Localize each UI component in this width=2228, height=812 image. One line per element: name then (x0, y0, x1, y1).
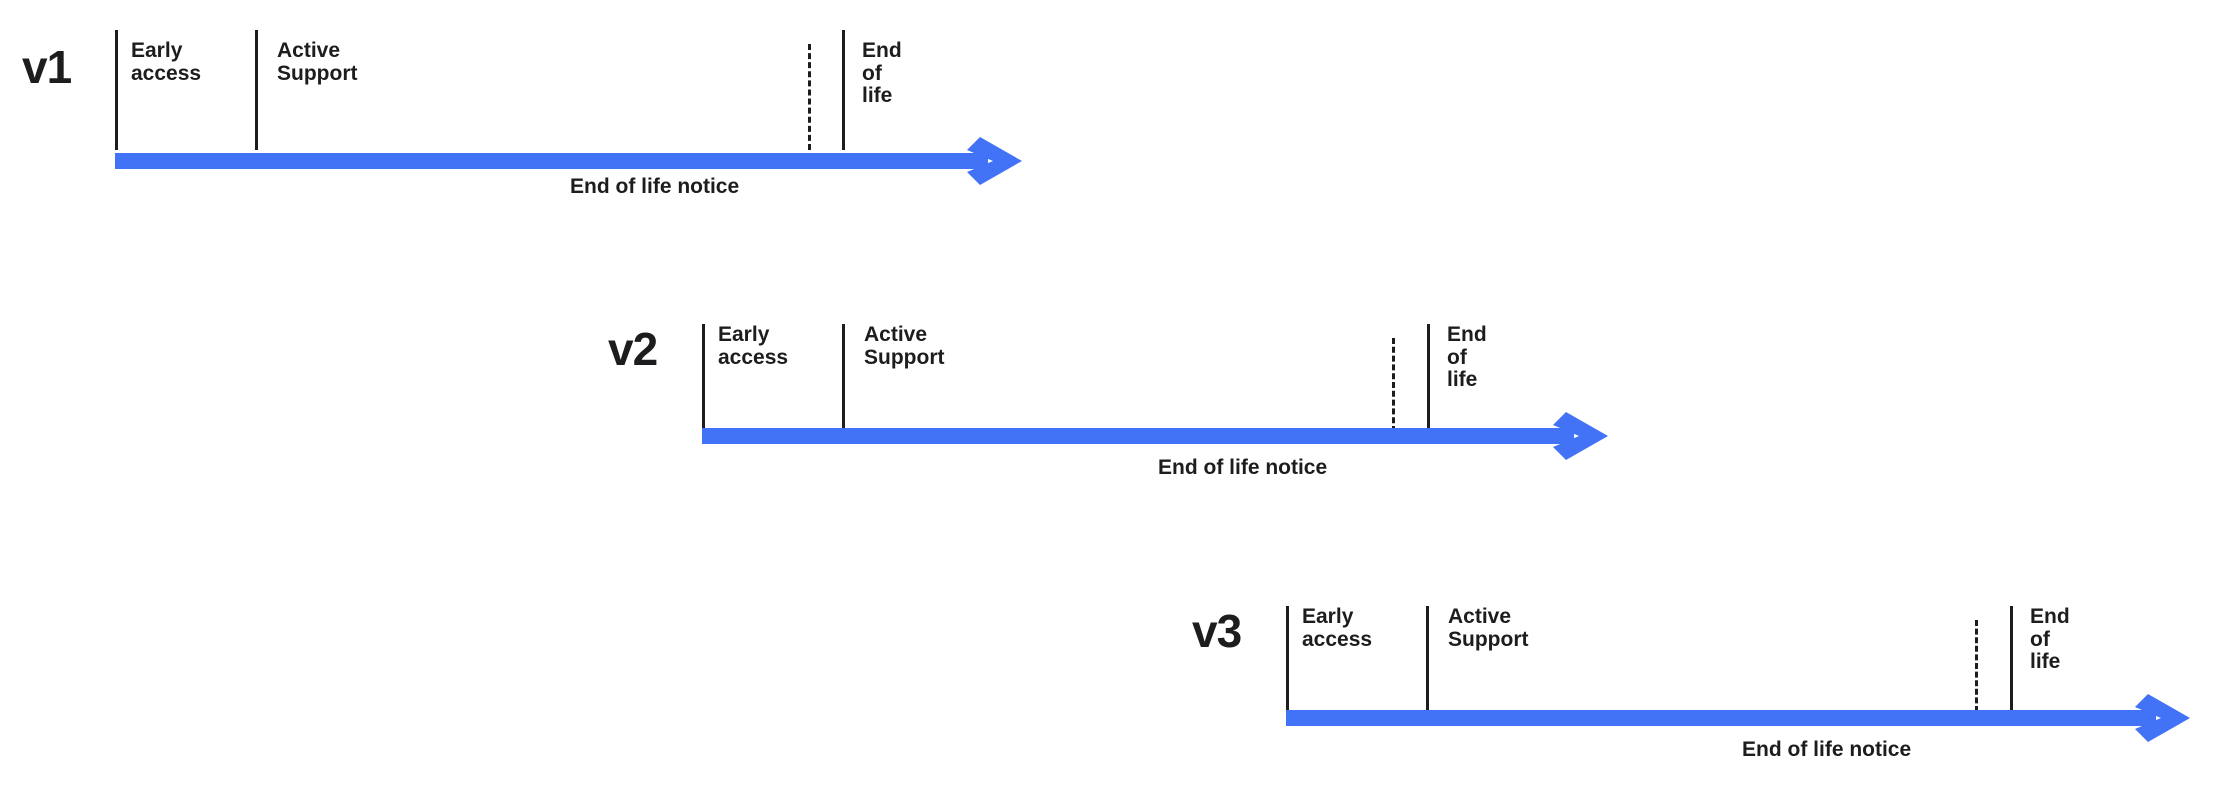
timeline-bar (702, 428, 1555, 444)
timeline-arrowhead-icon (2117, 694, 2190, 742)
phase-divider-line (842, 324, 845, 432)
version-label-v2: v2 (608, 323, 658, 375)
phase-divider-line (702, 324, 705, 432)
version-label-v1: v1 (22, 41, 72, 93)
version-label-v3: v3 (1192, 605, 1242, 657)
phase-divider-line (115, 30, 118, 150)
end-of-life-notice-label: End of life notice (1158, 456, 1328, 479)
phase-divider-line (1286, 606, 1289, 712)
phase-divider-line (2010, 606, 2013, 712)
end-of-life-notice-label: End of life notice (570, 175, 740, 198)
phase-label-active-support: Active Support (277, 39, 358, 85)
phase-divider-line (1426, 606, 1429, 712)
phase-label-active-support: Active Support (1448, 605, 1529, 651)
phase-divider-line (1427, 324, 1430, 432)
phase-label-end-of-life: End of life (862, 39, 902, 108)
end-of-life-notice-label: End of life notice (1742, 738, 1912, 761)
phase-label-early-access: Early access (1302, 605, 1373, 651)
phase-label-early-access: Early access (131, 39, 202, 85)
timeline-bar (1286, 710, 2135, 726)
timeline-arrowhead-icon (1537, 412, 1608, 460)
eol-notice-marker-line (1392, 338, 1395, 432)
phase-label-end-of-life: End of life (2030, 605, 2070, 674)
phase-divider-line (255, 30, 258, 150)
phase-label-active-support: Active Support (864, 323, 945, 369)
phase-divider-line (842, 30, 845, 150)
timeline-bar (115, 153, 965, 169)
phase-label-early-access: Early access (718, 323, 789, 369)
timeline-arrowhead-icon (947, 137, 1022, 185)
eol-notice-marker-line (808, 44, 811, 150)
eol-notice-marker-line (1975, 620, 1978, 712)
phase-label-end-of-life: End of life (1447, 323, 1487, 392)
